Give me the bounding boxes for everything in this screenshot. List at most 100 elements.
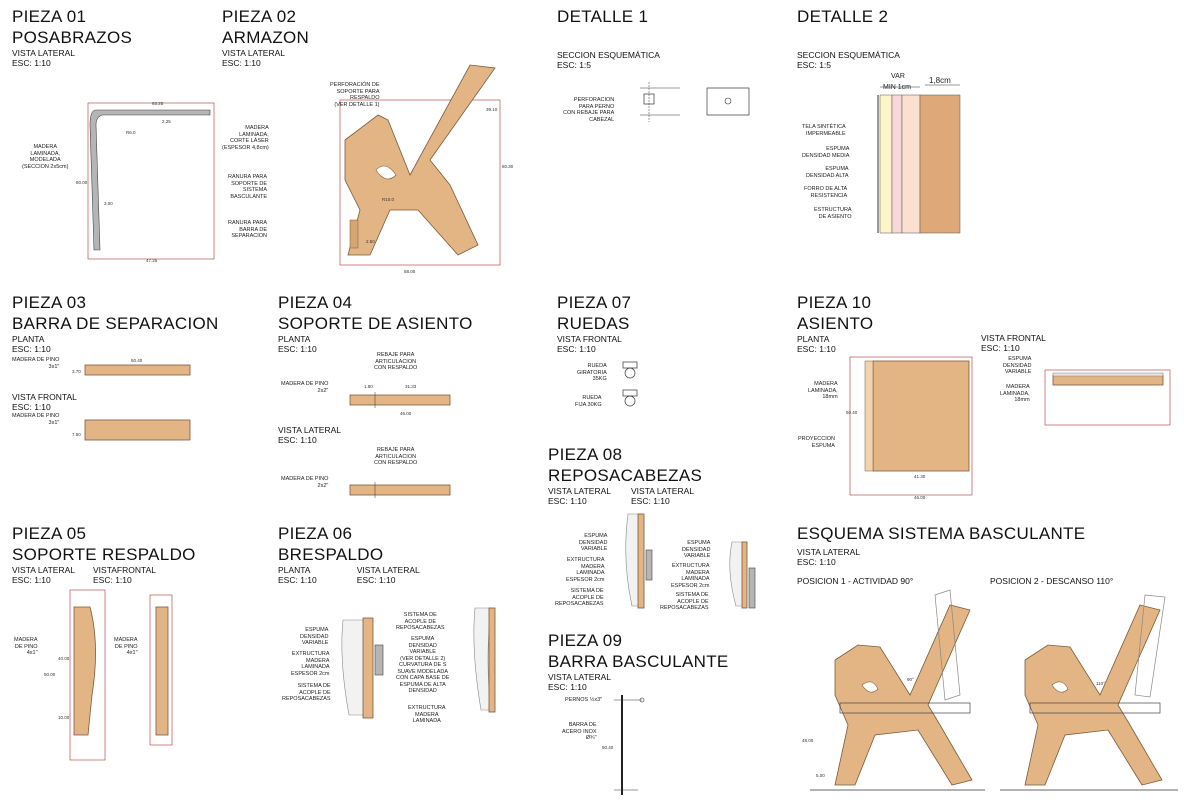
esquema-basculante: ESQUEMA SISTEMA BASCULANTE VISTA LATERAL… bbox=[797, 523, 1085, 567]
pieza-02-note-perforacion: PERFORACIÓN DE SOPORTE PARA RESPALDO (VE… bbox=[330, 82, 380, 108]
pieza-03-dim-2: 3.70 bbox=[72, 369, 81, 374]
pieza-08-label-foam: ESPUMA DENSIDAD VARIABLE bbox=[579, 533, 608, 552]
detalle-01-drawing bbox=[640, 82, 750, 122]
pieza-03-view-2: VISTA FRONTAL bbox=[12, 392, 77, 402]
pieza-03-frontal: VISTA FRONTAL ESC: 1:10 bbox=[12, 392, 77, 412]
pieza-08-number: PIEZA 08 bbox=[548, 445, 623, 464]
pieza-01-view: VISTA LATERAL bbox=[12, 48, 75, 58]
pieza-09-label-barra: BARRA DE ACERO INOX Ø¾" bbox=[562, 722, 597, 741]
pieza-04-scale-1: ESC: 1:10 bbox=[278, 344, 317, 354]
esquema-position-2: POSICION 2 - DESCANSO 110° bbox=[990, 576, 1114, 586]
pieza-03: PIEZA 03 BARRA DE SEPARACION PLANTA ESC:… bbox=[12, 292, 219, 354]
pieza-02-drawing bbox=[339, 64, 501, 266]
pieza-05-view-1: VISTA LATERAL bbox=[12, 565, 75, 575]
detalle-02-layer-4: FORRO DE ALTA RESISTENCIA bbox=[804, 186, 848, 199]
pieza-08-right-structure: EXTRUCTURA MADERA LAMINADA ESPESOR 2cm bbox=[671, 563, 710, 589]
esquema-dim-1: 48.00 bbox=[802, 738, 814, 743]
pieza-03-dim-3: 7.50 bbox=[72, 432, 81, 437]
pieza-04-drawing bbox=[349, 392, 451, 498]
pieza-03-scale-2: ESC: 1:10 bbox=[12, 402, 51, 412]
pieza-10-frontal: VISTA FRONTAL ESC: 1:10 bbox=[981, 333, 1046, 353]
pieza-06-scale-2: ESC: 1:10 bbox=[356, 575, 396, 585]
esquema-dim-2: 5.00 bbox=[816, 773, 825, 778]
pieza-10-dim-1: 41.30 bbox=[914, 474, 926, 479]
pieza-02-note-ranura-barra: RANURA PARA BARRA DE SEPARACION bbox=[228, 220, 268, 239]
detalle-02: DETALLE 2 SECCION ESQUEMÁTICA ESC: 1:5 bbox=[797, 6, 900, 70]
pieza-02-title: ARMAZON bbox=[222, 28, 310, 47]
pieza-06-drawing bbox=[341, 607, 496, 719]
pieza-01-drawing bbox=[87, 102, 215, 260]
pieza-03-dim-1: 50.40 bbox=[131, 358, 143, 363]
detalle-02-layer-3: ESPUMA DENSIDAD ALTA bbox=[806, 166, 849, 179]
pieza-04-rebaje-2: REBAJE PARA ARTICULACION CON RESPALDO bbox=[374, 447, 418, 466]
pieza-06-label-foam: ESPUMA DENSIDAD VARIABLE bbox=[300, 627, 329, 646]
detalle-01-view: SECCION ESQUEMÁTICA bbox=[557, 50, 660, 60]
pieza-06: PIEZA 06 BRESPALDO PLANTA ESC: 1:10 VIST… bbox=[278, 523, 420, 585]
pieza-03-material-1: MADERA DE PINO 3x1" bbox=[12, 357, 60, 370]
pieza-07-view: VISTA FRONTAL bbox=[557, 334, 622, 344]
pieza-02-number: PIEZA 02 bbox=[222, 7, 297, 26]
pieza-06-right-structure: EXTRUCTURA MADERA LAMINADA bbox=[408, 705, 446, 724]
pieza-01-material: MADERA LAMINADA, MODELADA (SECCION 2x5cm… bbox=[22, 144, 69, 170]
pieza-07: PIEZA 07 RUEDAS VISTA FRONTAL ESC: 1:10 bbox=[557, 292, 631, 354]
detalle-01-note: PERFORACION PARA PERNO CON REBAJE PARA C… bbox=[563, 97, 615, 123]
pieza-10-number: PIEZA 10 bbox=[797, 293, 872, 312]
pieza-04-material-1: MADERA DE PINO 2x2" bbox=[281, 381, 329, 394]
pieza-10-right-espuma: ESPUMA DENSIDAD VARIABLE bbox=[1003, 356, 1032, 375]
pieza-05-dim-1: 40.00 bbox=[58, 656, 70, 661]
pieza-07-label-giratoria: RUEDA GIRATORIA 35KG bbox=[577, 363, 607, 382]
pieza-03-scale-1: ESC: 1:10 bbox=[12, 344, 51, 354]
detalle-02-min: MIN 1cm bbox=[883, 84, 911, 91]
pieza-05-material-1: MADERA DE PINO 4x1" bbox=[14, 637, 38, 656]
esquema-title: ESQUEMA SISTEMA BASCULANTE bbox=[797, 524, 1086, 543]
detalle-02-layer-2: ESPUMA DENSIDAD MEDIA bbox=[802, 146, 850, 159]
pieza-10-drawing bbox=[849, 356, 1171, 496]
pieza-01-dim-6: 47.25 bbox=[146, 258, 158, 263]
pieza-04-dim-3: 1.80 bbox=[364, 384, 373, 389]
pieza-06-number: PIEZA 06 bbox=[278, 524, 353, 543]
pieza-05-number: PIEZA 05 bbox=[12, 524, 87, 543]
pieza-10-view-1: PLANTA bbox=[797, 334, 830, 344]
pieza-01-title: POSABRAZOS bbox=[12, 28, 133, 47]
pieza-10-right-madera: MADERA LAMINADA, 18mm bbox=[1000, 384, 1030, 403]
detalle-02-scale: ESC: 1:5 bbox=[797, 60, 832, 70]
pieza-01-scale: ESC: 1:10 bbox=[12, 58, 51, 68]
pieza-02-note-material: MADERA LAMINADA, CORTE LÁSER (ESPESOR 4,… bbox=[222, 125, 269, 151]
esquema-angle-1: 90° bbox=[907, 677, 914, 682]
pieza-06-right-acople: SISTEMA DE ACOPLE DE REPOSACABEZAS bbox=[396, 612, 445, 631]
detalle-02-title: DETALLE 2 bbox=[797, 7, 889, 26]
pieza-08-title: REPOSACABEZAS bbox=[548, 466, 703, 485]
pieza-07-scale: ESC: 1:10 bbox=[557, 344, 596, 354]
pieza-06-view-1: PLANTA bbox=[278, 565, 311, 575]
pieza-09-view: VISTA LATERAL bbox=[548, 672, 611, 682]
detalle-02-drawing bbox=[877, 84, 961, 234]
pieza-06-scale-1: ESC: 1:10 bbox=[278, 575, 317, 585]
esquema-scale: ESC: 1:10 bbox=[797, 557, 836, 567]
pieza-04-dim-1: 31.33 bbox=[405, 384, 417, 389]
pieza-05-dim-2: 50.00 bbox=[44, 672, 56, 677]
pieza-09: PIEZA 09 BARRA BASCULANTE VISTA LATERAL … bbox=[548, 630, 729, 692]
detalle-01: DETALLE 1 SECCION ESQUEMÁTICA ESC: 1:5 bbox=[557, 6, 660, 70]
pieza-08: PIEZA 08 REPOSACABEZAS VISTA LATERAL ESC… bbox=[548, 444, 702, 506]
pieza-03-number: PIEZA 03 bbox=[12, 293, 87, 312]
pieza-09-scale: ESC: 1:10 bbox=[548, 682, 587, 692]
pieza-08-scale-2: ESC: 1:10 bbox=[631, 496, 670, 506]
pieza-10-scale-2: ESC: 1:10 bbox=[981, 343, 1020, 353]
detalle-02-dim: 1,8cm bbox=[929, 76, 951, 85]
pieza-04-title: SOPORTE DE ASIENTO bbox=[278, 314, 473, 333]
pieza-02-dim-4: 60.30 bbox=[502, 164, 514, 169]
pieza-04-number: PIEZA 04 bbox=[278, 293, 353, 312]
pieza-10-view-2: VISTA FRONTAL bbox=[981, 333, 1046, 343]
detalle-02-layer-5: ESTRUCTURA DE ASIENTO bbox=[814, 207, 852, 220]
detalle-01-title: DETALLE 1 bbox=[557, 7, 649, 26]
detalle-02-var: VAR bbox=[891, 73, 905, 80]
pieza-02-note-ranura-sistema: RANURA PARA SOPORTE DE SISTEMA BASCULANT… bbox=[228, 174, 268, 200]
pieza-05-scale-1: ESC: 1:10 bbox=[12, 575, 51, 585]
pieza-03-view-1: PLANTA bbox=[12, 334, 45, 344]
pieza-10-dim-3: 50.40 bbox=[846, 410, 858, 415]
pieza-02-dim-2: R10.0 bbox=[382, 197, 395, 202]
pieza-05-material-2: MADERA DE PINO 4x1" bbox=[114, 637, 138, 656]
detalle-01-scale: ESC: 1:5 bbox=[557, 60, 592, 70]
detalle-02-view: SECCION ESQUEMÁTICA bbox=[797, 50, 900, 60]
pieza-06-label-structure: EXTRUCTURA MADERA LAMINADA ESPESOR 2cm bbox=[291, 651, 330, 677]
